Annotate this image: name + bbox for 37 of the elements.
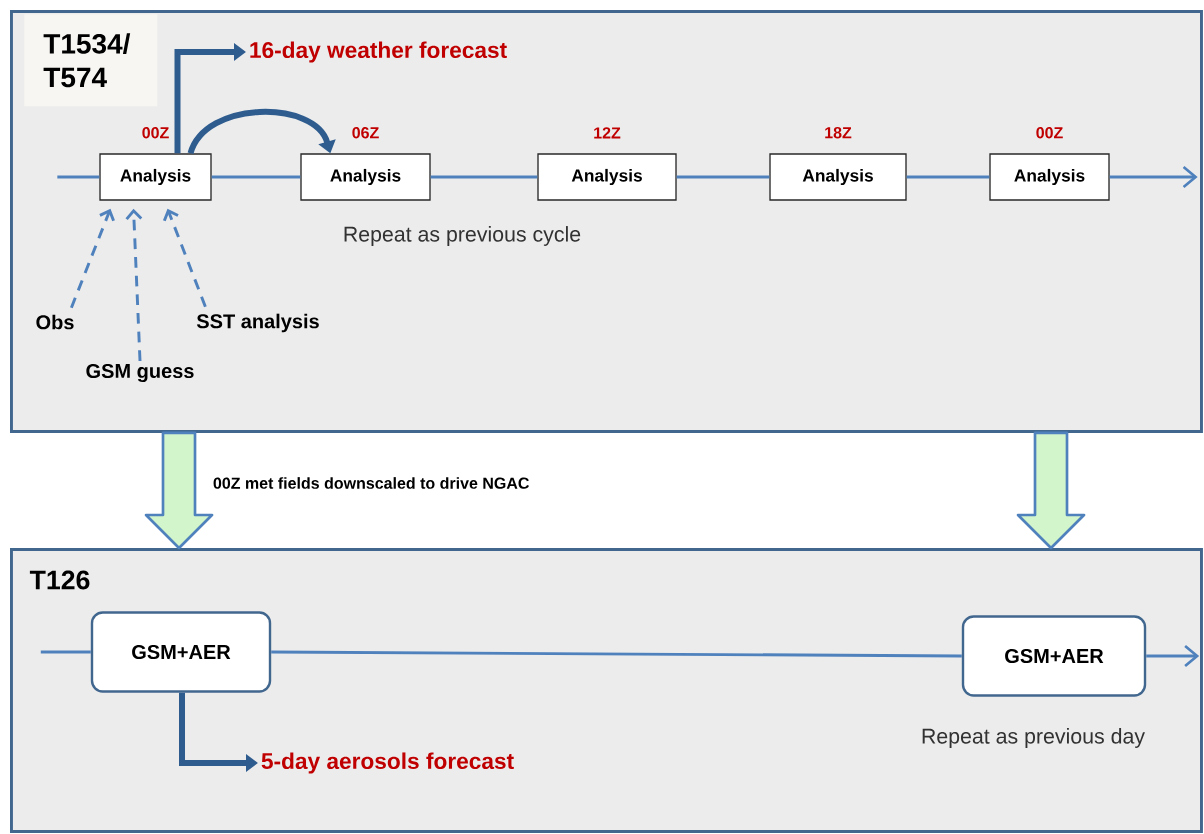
forecast-label: 5-day aerosols forecast bbox=[261, 752, 514, 774]
analysis-box: Analysis bbox=[99, 153, 212, 201]
edge-label: 00Z met fields downscaled to drive NGAC bbox=[210, 474, 533, 492]
connector-line bbox=[57, 175, 100, 179]
arrow bbox=[1109, 165, 1198, 189]
connector-line bbox=[40, 650, 91, 654]
arrow bbox=[162, 208, 207, 308]
block-arrow bbox=[1016, 431, 1086, 550]
model-box: GSM+AER bbox=[961, 615, 1147, 697]
time-label: 18Z bbox=[825, 127, 852, 139]
time-label: 00Z bbox=[1036, 127, 1063, 139]
arrow bbox=[125, 208, 143, 362]
panel-heading: T1534/ T574 bbox=[24, 14, 158, 107]
analysis-box: Analysis bbox=[537, 153, 677, 201]
input-label: GSM guess bbox=[86, 363, 194, 383]
panel-heading: T126 bbox=[29, 570, 90, 590]
connector-line bbox=[430, 175, 538, 179]
forecast-label: 16-day weather forecast bbox=[250, 41, 507, 63]
note-text: Repeat as previous cycle bbox=[344, 226, 581, 246]
connector-line bbox=[676, 175, 770, 179]
analysis-box: Analysis bbox=[989, 153, 1110, 201]
analysis-box: Analysis bbox=[769, 153, 907, 201]
connector-line bbox=[211, 175, 301, 179]
block-arrow bbox=[144, 431, 214, 550]
time-label: 00Z bbox=[142, 127, 169, 139]
note-text: Repeat as previous day bbox=[922, 728, 1145, 748]
arrow bbox=[70, 208, 115, 309]
analysis-box: Analysis bbox=[300, 153, 431, 201]
time-label: 06Z bbox=[352, 127, 379, 139]
connector-line bbox=[271, 650, 962, 658]
input-label: SST analysis bbox=[196, 313, 319, 333]
arrow bbox=[1146, 644, 1200, 667]
time-label: 12Z bbox=[594, 127, 621, 139]
input-label: Obs bbox=[36, 314, 74, 330]
connector-line bbox=[906, 175, 990, 179]
arrow bbox=[187, 109, 336, 155]
model-box: GSM+AER bbox=[90, 611, 272, 693]
